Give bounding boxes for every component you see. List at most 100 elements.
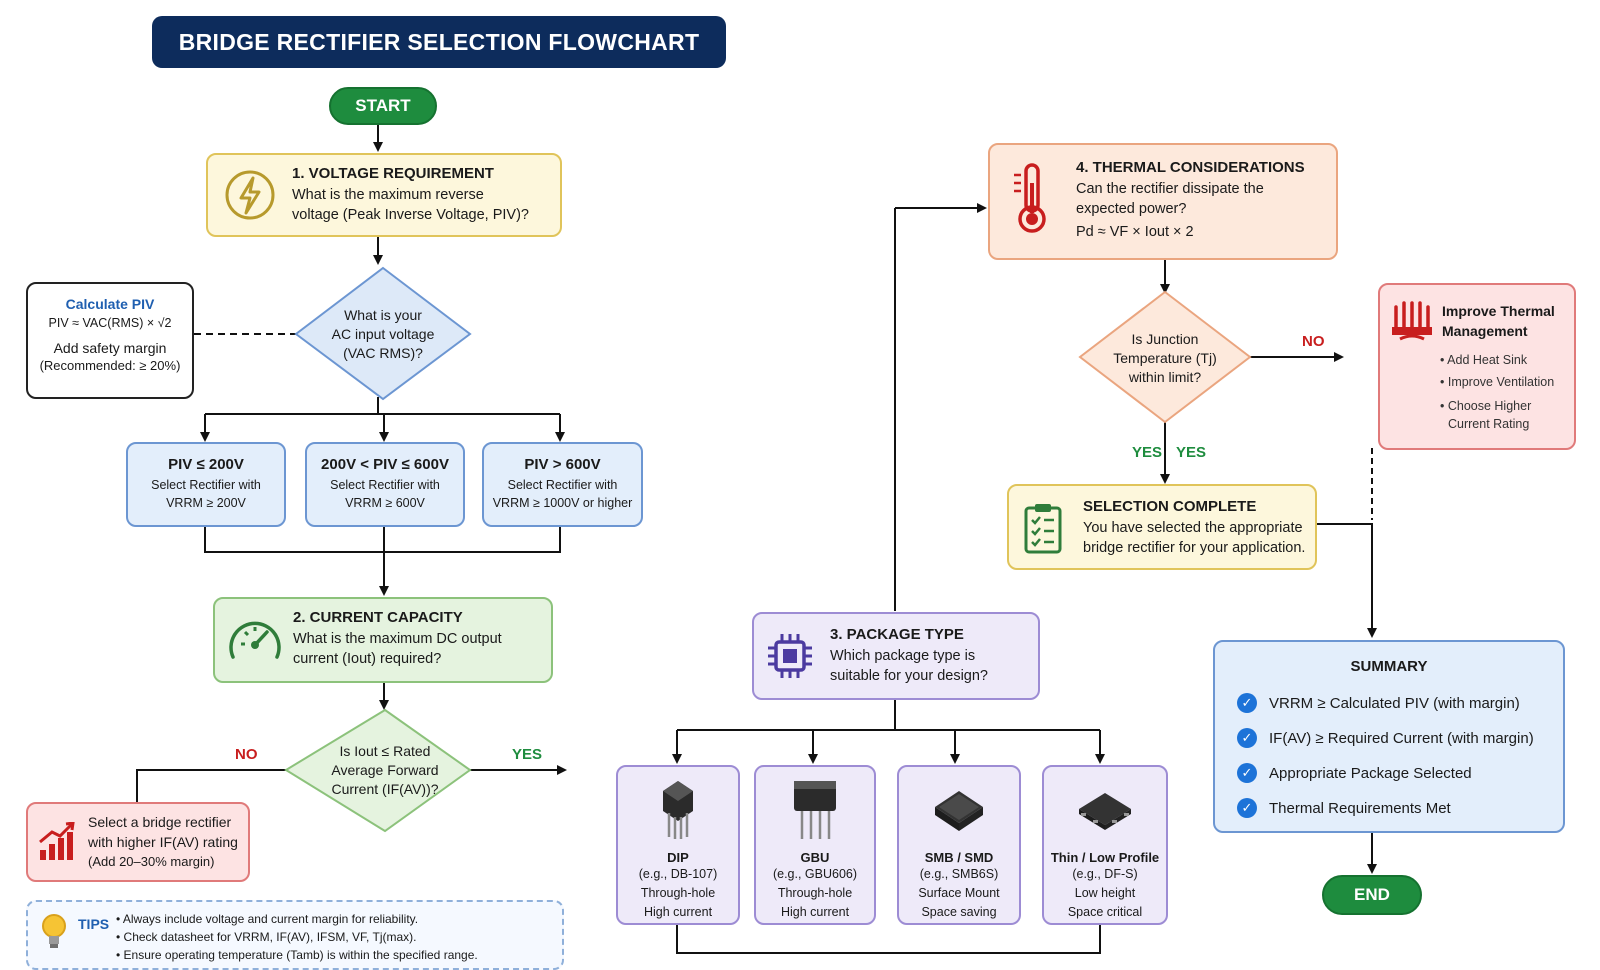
summary-item-text: Appropriate Package Selected bbox=[1269, 764, 1472, 782]
step1-line2: voltage (Peak Inverse Voltage, PIV)? bbox=[292, 207, 529, 223]
package-note: High current bbox=[643, 905, 713, 919]
diamond2-line2: Average Forward bbox=[331, 761, 439, 778]
piv-option-mid: 200V < PIV ≤ 600V Select Rectifier with … bbox=[305, 442, 465, 527]
piv-high-line2: VRRM ≥ 1000V or higher bbox=[492, 496, 633, 510]
package-mount: Surface Mount bbox=[918, 886, 1000, 900]
step4-formula: Pd ≈ VF × Iout × 2 bbox=[1076, 224, 1194, 240]
piv-low-title: PIV ≤ 200V bbox=[168, 456, 244, 473]
thin-package-icon bbox=[1079, 793, 1131, 830]
package-example: (e.g., GBU606) bbox=[772, 867, 858, 881]
diamond2-line3: Current (IF(AV))? bbox=[331, 780, 439, 797]
package-smd: SMB / SMD (e.g., SMB6S) Surface Mount Sp… bbox=[897, 765, 1021, 925]
check-circle-icon: ✓ bbox=[1237, 693, 1257, 713]
thermal-yes-label-a: YES bbox=[1132, 444, 1163, 461]
chip-icon bbox=[768, 634, 812, 678]
package-mount: Through-hole bbox=[640, 886, 716, 900]
start-node: START bbox=[329, 87, 437, 125]
package-example: (e.g., DF-S) bbox=[1072, 867, 1138, 881]
end-node: END bbox=[1322, 875, 1422, 915]
piv-mid-line2: VRRM ≥ 600V bbox=[345, 496, 425, 510]
diamond-junction-temp: Is Junction Temperature (Tj) within limi… bbox=[1098, 322, 1232, 394]
lightbulb-icon bbox=[42, 914, 66, 948]
tip-item: • Always include voltage and current mar… bbox=[116, 912, 419, 926]
calculate-piv-box: Calculate PIV PIV ≈ VAC(RMS) × √2 Add sa… bbox=[26, 282, 194, 399]
step3-line2: suitable for your design? bbox=[830, 668, 988, 684]
calc-recommended: (Recommended: ≥ 20%) bbox=[39, 358, 181, 373]
package-name: Thin / Low Profile bbox=[1050, 850, 1160, 865]
diamond3-line1: Is Junction bbox=[1131, 330, 1199, 347]
summary-item-text: Thermal Requirements Met bbox=[1269, 799, 1451, 817]
piv-mid-line1: Select Rectifier with bbox=[330, 478, 440, 492]
gbu-package-icon bbox=[794, 781, 836, 839]
calc-formula: PIV ≈ VAC(RMS) × √2 bbox=[48, 316, 172, 330]
higher-rating-box: Select a bridge rectifier with higher IF… bbox=[26, 802, 250, 882]
package-name: GBU bbox=[800, 850, 830, 865]
thermal-item: • Choose Higher bbox=[1440, 399, 1532, 413]
tip-item: • Ensure operating temperature (Tamb) is… bbox=[116, 948, 478, 962]
package-example: (e.g., SMB6S) bbox=[919, 867, 999, 881]
diamond1-line3: (VAC RMS)? bbox=[343, 344, 423, 361]
summary-box: SUMMARY ✓VRRM ≥ Calculated PIV (with mar… bbox=[1213, 640, 1565, 833]
summary-item: ✓Thermal Requirements Met bbox=[1237, 798, 1563, 818]
thermal-no-label: NO bbox=[1302, 333, 1325, 350]
tips-box: TIPS • Always include voltage and curren… bbox=[26, 900, 564, 970]
dip-package-icon bbox=[663, 781, 693, 839]
summary-item: ✓Appropriate Package Selected bbox=[1237, 763, 1563, 783]
rising-chart-icon bbox=[39, 822, 75, 860]
step2-line2: current (Iout) required? bbox=[293, 651, 442, 667]
tip-item: • Check datasheet for VRRM, IF(AV), IFSM… bbox=[116, 930, 417, 944]
package-mount: Through-hole bbox=[777, 886, 853, 900]
piv-low-line1: Select Rectifier with bbox=[151, 478, 261, 492]
current-no-label: NO bbox=[235, 746, 258, 763]
step4-line2: expected power? bbox=[1076, 201, 1187, 217]
step4-title: 4. THERMAL CONSIDERATIONS bbox=[1076, 159, 1305, 176]
thermal-title-1: Improve Thermal bbox=[1442, 303, 1555, 319]
diamond1-line1: What is your bbox=[344, 306, 422, 323]
piv-low-line2: VRRM ≥ 200V bbox=[166, 496, 246, 510]
selection-complete-box: SELECTION COMPLETE You have selected the… bbox=[1007, 484, 1317, 570]
package-note: Space critical bbox=[1067, 905, 1143, 919]
tips-label: TIPS bbox=[78, 916, 110, 932]
step3-title: 3. PACKAGE TYPE bbox=[830, 626, 964, 643]
thermometer-icon bbox=[1014, 163, 1046, 233]
thermal-yes-label-b: YES bbox=[1176, 444, 1207, 461]
step-current-capacity: 2. CURRENT CAPACITY What is the maximum … bbox=[213, 597, 553, 683]
higher-line3: (Add 20–30% margin) bbox=[88, 854, 215, 869]
thermal-title-2: Management bbox=[1442, 323, 1528, 339]
thermal-item: • Improve Ventilation bbox=[1440, 375, 1555, 389]
heat-sink-icon bbox=[1392, 301, 1432, 341]
diamond-shape-tj bbox=[1078, 290, 1252, 424]
piv-high-title: PIV > 600V bbox=[524, 456, 601, 473]
step3-line1: Which package type is bbox=[830, 648, 976, 664]
calc-margin: Add safety margin bbox=[53, 340, 167, 356]
step1-title: 1. VOLTAGE REQUIREMENT bbox=[292, 165, 494, 182]
summary-item-text: IF(AV) ≥ Required Current (with margin) bbox=[1269, 729, 1534, 747]
clipboard-checklist-icon bbox=[1024, 504, 1062, 554]
piv-mid-title: 200V < PIV ≤ 600V bbox=[321, 456, 449, 473]
improve-thermal-box: Improve Thermal Management • Add Heat Si… bbox=[1378, 283, 1576, 450]
summary-item: ✓VRRM ≥ Calculated PIV (with margin) bbox=[1237, 693, 1563, 713]
step2-line1: What is the maximum DC output bbox=[293, 631, 502, 647]
calc-title: Calculate PIV bbox=[65, 296, 155, 312]
summary-title: SUMMARY bbox=[1350, 658, 1428, 675]
step4-line1: Can the rectifier dissipate the bbox=[1076, 181, 1264, 197]
higher-line1: Select a bridge rectifier bbox=[88, 814, 232, 830]
step-thermal-considerations: 4. THERMAL CONSIDERATIONS Can the rectif… bbox=[988, 143, 1338, 260]
complete-line1: You have selected the appropriate bbox=[1083, 520, 1303, 536]
package-example: (e.g., DB-107) bbox=[638, 867, 718, 881]
package-note: High current bbox=[780, 905, 850, 919]
current-yes-label: YES bbox=[512, 746, 543, 763]
page-title: BRIDGE RECTIFIER SELECTION FLOWCHART bbox=[152, 16, 726, 68]
package-thin: Thin / Low Profile (e.g., DF-S) Low heig… bbox=[1042, 765, 1168, 925]
complete-line2: bridge rectifier for your application. bbox=[1083, 540, 1306, 556]
piv-high-line1: Select Rectifier with bbox=[507, 478, 618, 492]
step-voltage-requirement: 1. VOLTAGE REQUIREMENT What is the maxim… bbox=[206, 153, 562, 237]
package-name: DIP bbox=[667, 850, 689, 865]
diamond-shape-current bbox=[284, 708, 472, 833]
check-circle-icon: ✓ bbox=[1237, 728, 1257, 748]
step2-title: 2. CURRENT CAPACITY bbox=[293, 609, 463, 626]
lightning-icon bbox=[225, 170, 275, 220]
piv-option-low: PIV ≤ 200V Select Rectifier with VRRM ≥ … bbox=[126, 442, 286, 527]
thermal-item: Current Rating bbox=[1448, 417, 1530, 431]
